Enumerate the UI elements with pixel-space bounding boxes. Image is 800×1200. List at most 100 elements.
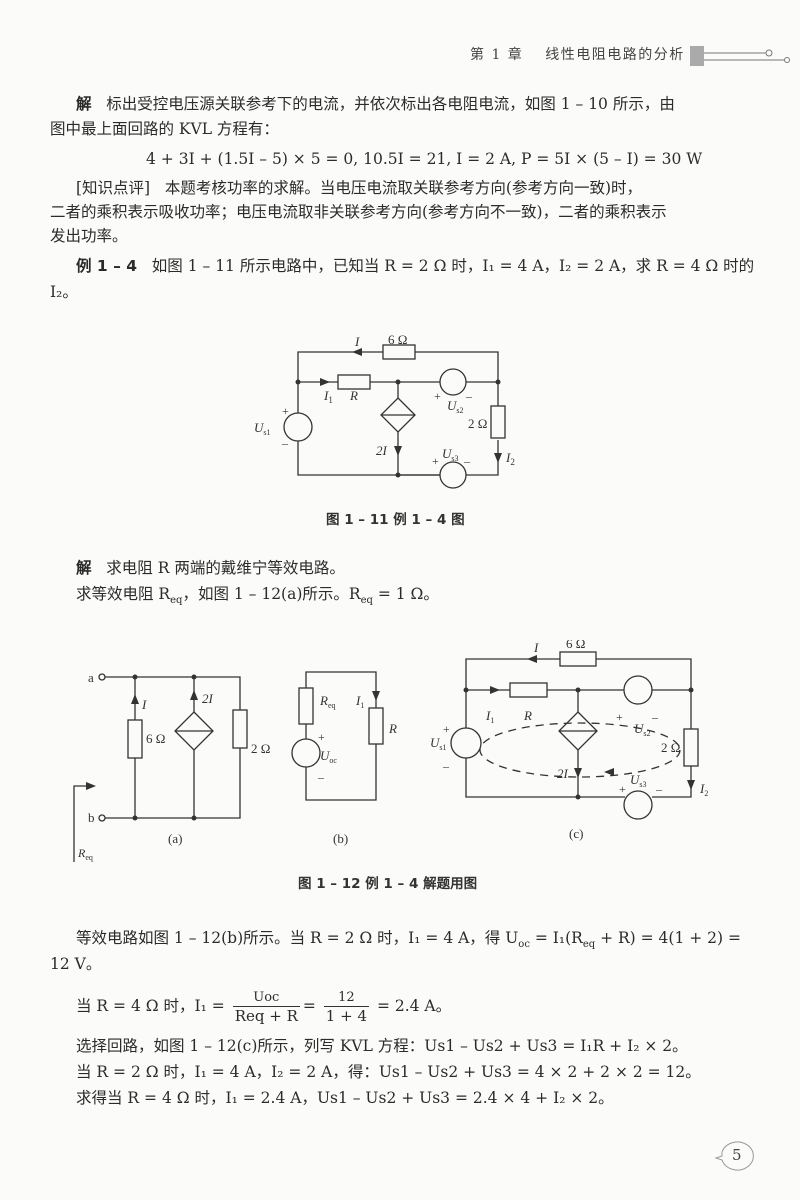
label-Us3: Us3 [630,772,647,789]
label-I1: I1 [485,708,494,725]
comment-label: [知识点评] [76,179,151,197]
label-Us3: Us3 [442,446,459,463]
label-minus: – [281,436,289,450]
label-Req: Req [77,846,93,862]
label-Req-b: Req [319,693,336,710]
example-text-b: R = 2 Ω 时，I₁ = 4 A，I₂ = 2 A，求 R = 4 Ω 时的 [384,257,755,275]
solution-cont-p1d: 12 V。 [50,955,102,973]
p1-sub2: eq [582,939,596,951]
req-sub-2: eq [360,595,373,607]
terminal-b: b [88,810,95,825]
label-R: R [349,388,358,403]
solution-cont-p4: 当 R = 2 Ω 时，I₁ = 4 A，I₂ = 2 A，得：Us1 – Us… [76,1063,701,1081]
p1-text-a: 等效电路如图 1 – 12(b)所示。当 R = 2 Ω 时，I₁ = 4 A，… [76,929,519,947]
solution-text-line1: 标出受控电压源关联参考下的电流，并依次标出各电阻电流，如图 1 – 10 所示，… [106,95,675,113]
req-text-b: ，如图 1 – 12(a)所示。R [182,585,361,603]
label-us3-minus: – [655,782,663,796]
label-us3-plus: + [619,782,626,796]
solution-cont-p5: 求得当 R = 4 Ω 时，I₁ = 2.4 A，Us1 – Us2 + Us3… [76,1089,614,1107]
example-text-c: I₂。 [50,283,78,301]
label-us1-minus: – [442,759,450,773]
label-Us2: Us2 [634,721,651,738]
label-us2-minus: – [651,710,659,724]
running-header: 第 1 章 线性电阻电路的分析 [470,44,685,64]
example-label: 例 1 – 4 [76,257,138,275]
label-6ohm: 6 Ω [566,640,585,651]
label-I2: I2 [505,450,515,467]
figure-1-12-ab-circuits: a b I 2I 6 Ω 2 Ω Req Req I1 R + Uoc – (a… [73,670,397,862]
figure-1-12-c-circuit: I 6 Ω I1 R + Us1 – + – Us2 2 Ω 2I + Us3 … [430,640,708,841]
label-Us1: Us1 [254,420,271,437]
label-us3-plus: + [432,454,439,468]
solution-label: 解 [76,95,92,113]
solution-cont-p3: 选择回路，如图 1 – 12(c)所示，列写 KVL 方程：Us1 – Us2 … [76,1037,688,1055]
label-R: R [523,708,532,723]
label-2I: 2I [202,691,214,706]
label-us1-plus: + [443,722,450,736]
label-R-b: R [388,721,397,736]
solution-label: 解 [76,559,92,577]
label-us2-plus: + [616,710,623,724]
comment-text-line2: 二者的乘积表示吸收功率；电压电流取非关联参考方向(参考方向不一致)，二者的乘积表… [50,203,667,221]
p1-text-c: + R) = 4(1 + 2) = [595,929,741,947]
chapter-title: 线性电阻电路的分析 [545,47,685,63]
comment-text-line1: 本题考核功率的求解。当电压电流取关联参考方向(参考方向一致)时， [164,179,642,197]
solution-1-4-text: 求电阻 R 两端的戴维宁等效电路。 [106,559,345,577]
frac-num2: 12 [323,990,369,1007]
req-text-c: = 1 Ω。 [372,585,439,603]
label-I: I [354,334,360,349]
label-us3-minus: – [463,454,471,468]
example-text-a: 如图 1 – 11 所示电路中，已知当 [151,257,380,275]
solution-paragraph: 解 标出受控电压源关联参考下的电流，并依次标出各电阻电流，如图 1 – 10 所… [76,92,675,116]
label-6ohm: 6 Ω [388,332,407,347]
chapter-number: 第 1 章 [470,47,524,63]
sub-caption-c: (c) [569,826,583,841]
p2-text-b: = 2.4 A。 [376,997,452,1015]
label-Us1: Us1 [430,735,447,752]
figure-1-12-caption: 图 1 – 12 例 1 – 4 解题用图 [298,876,478,892]
label-2ohm: 2 Ω [251,741,270,756]
frac-num: Uoc [232,990,300,1007]
label-I2: I2 [699,781,708,798]
label-plus: + [282,404,289,418]
label-2I: 2I [557,766,569,781]
comment-paragraph: [知识点评] 本题考核功率的求解。当电压电流取关联参考方向(参考方向一致)时， [76,176,642,200]
label-plus-b: + [318,730,325,744]
figure-1-11-caption: 图 1 – 11 例 1 – 4 图 [326,512,465,528]
example-paragraph: 例 1 – 4 如图 1 – 11 所示电路中，已知当 R = 2 Ω 时，I₁… [76,254,754,278]
label-I1-b: I1 [355,693,364,710]
page-number-bubble-icon [714,1141,754,1171]
label-us2-minus: – [465,389,473,403]
terminal-a: a [88,670,94,685]
solution-text-line2: 图中最上面回路的 KVL 方程有： [50,120,279,138]
p1-text-b: = I₁(R [529,929,583,947]
label-6ohm: 6 Ω [146,731,165,746]
comment-text-line3: 发出功率。 [50,227,128,245]
header-decoration-icon [690,46,790,66]
sub-caption-b: (b) [333,831,348,846]
kvl-equation: 4 + 3I + (1.5I – 5) × 5 = 0, 10.5I = 21,… [146,150,703,168]
label-Us2: Us2 [447,398,464,415]
frac-den2: 1 + 4 [325,1006,367,1025]
label-minus-b: – [317,770,325,784]
label-2ohm: 2 Ω [661,740,680,755]
page-number: 5 [732,1146,742,1164]
p1-sub: oc [518,939,530,951]
label-Uoc: Uoc [320,748,337,765]
solution-cont-p1: 等效电路如图 1 – 12(b)所示。当 R = 2 Ω 时，I₁ = 4 A，… [76,926,741,957]
p2-text-a: 当 R = 4 Ω 时，I₁ = [76,997,225,1015]
figure-1-11-circuit: I 6 Ω I1 R + – Us1 + – Us2 2 Ω 2I + – Us… [254,332,515,489]
solution-1-4-line1: 解 求电阻 R 两端的戴维宁等效电路。 [76,556,345,580]
label-I: I [141,697,147,712]
solution-1-4-line2: 求等效电阻 Req，如图 1 – 12(a)所示。Req = 1 Ω。 [76,582,439,613]
label-I: I [533,640,539,655]
label-us2-plus: + [434,389,441,403]
label-I1: I1 [323,388,333,405]
label-2ohm: 2 Ω [468,416,487,431]
sub-caption-a: (a) [168,831,182,846]
frac-den: Req + R [234,1006,298,1025]
req-text-a: 求等效电阻 R [76,585,171,603]
